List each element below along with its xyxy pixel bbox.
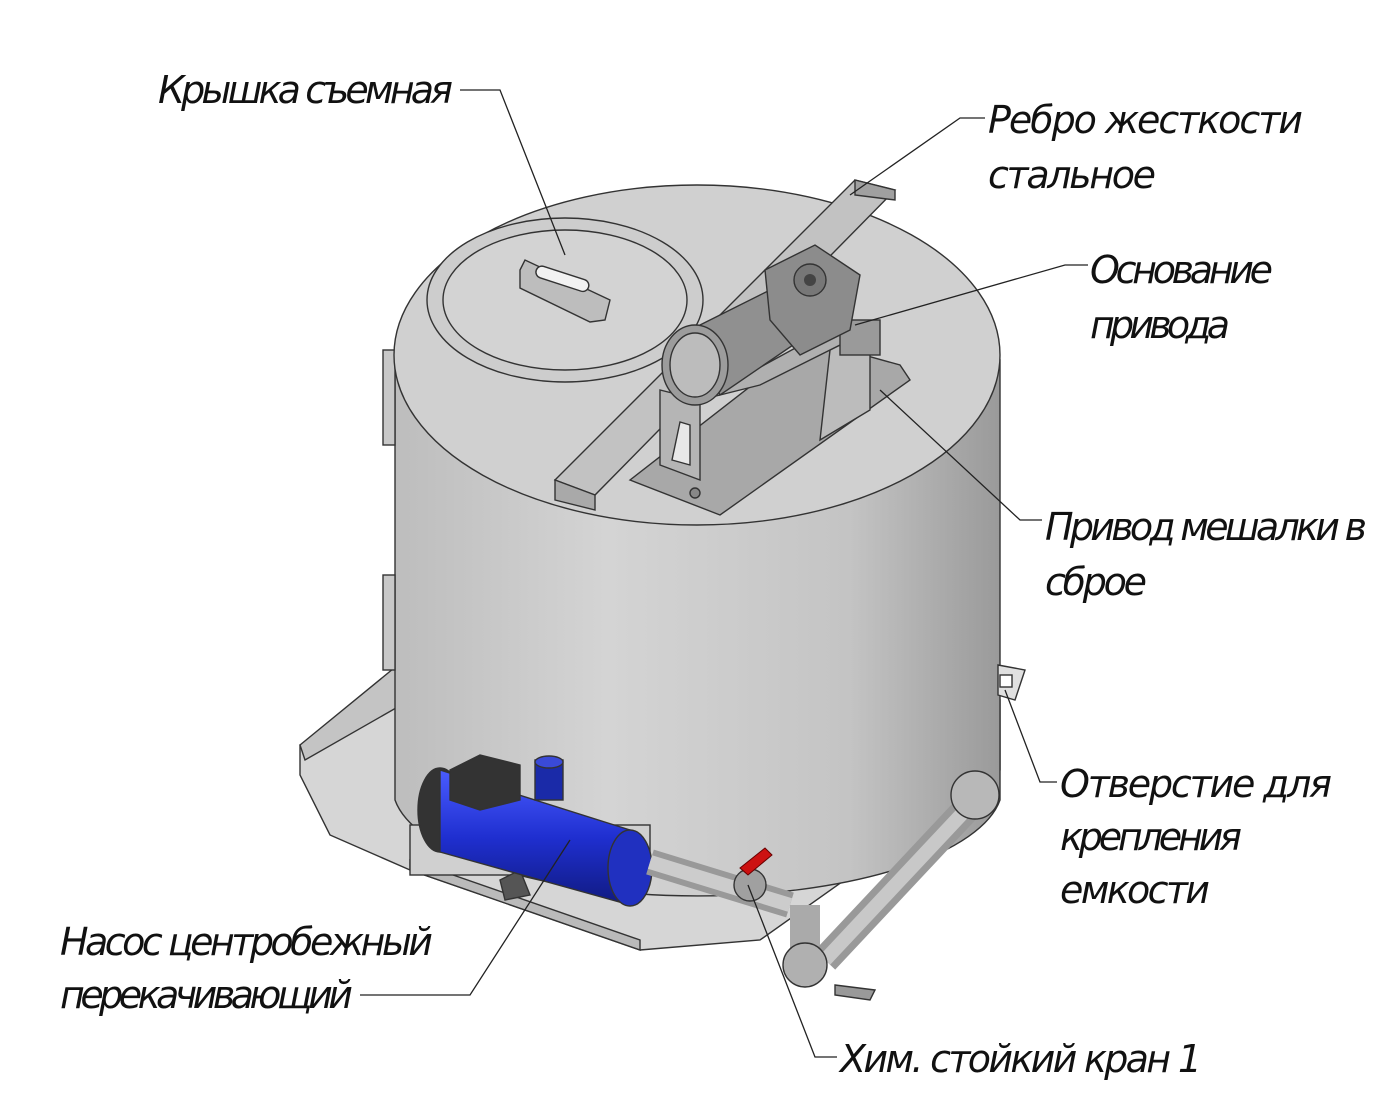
label-drive-1: Привод мешалки в [1045,505,1367,549]
label-hole-1: Отверстие для [1060,762,1332,806]
label-drive-2: сброе [1045,560,1147,604]
label-base-2: привода [1090,303,1230,347]
label-hole-3: емкости [1060,868,1210,912]
leader-lines [360,89,1088,1058]
lid-handle [519,259,611,323]
label-valve: Хим. стойкий кран 1 [838,1037,1202,1081]
label-base-1: Основание [1090,248,1273,292]
label-pump-2: перекачивающий [60,973,353,1017]
chemical-valve [733,847,773,902]
pipework [646,770,1000,1001]
label-rib-1: Ребро жесткости [988,98,1303,142]
label-pump-1: Насос центробежный [60,920,433,964]
label-lid: Крышка съемная [158,68,453,112]
gearbox [764,244,861,356]
drive-assembly [628,244,911,516]
label-hole-2: крепления [1060,815,1242,859]
centrifugal-pump [409,754,653,907]
label-rib-2: стальное [988,153,1156,197]
